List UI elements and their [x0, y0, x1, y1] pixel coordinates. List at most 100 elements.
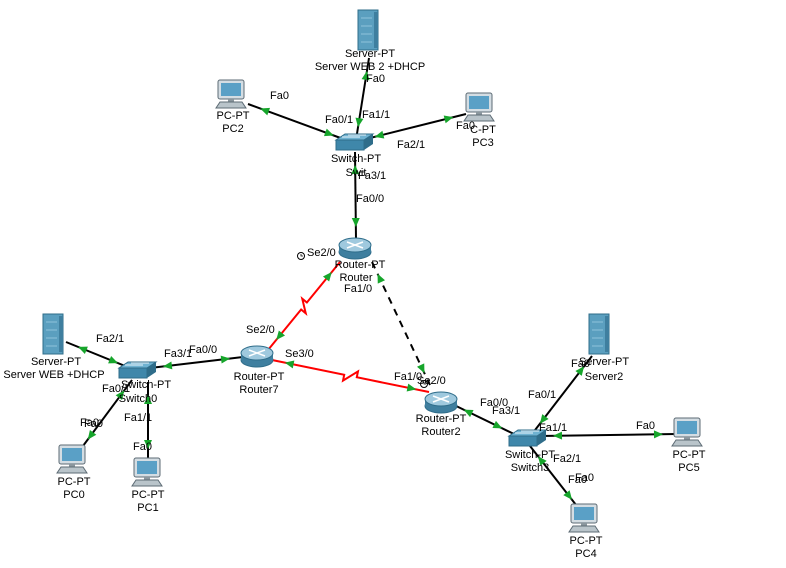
device-type-label: Router-PT — [416, 413, 467, 425]
device-name-label: PC2 — [222, 123, 243, 135]
port-label: Fa0 — [80, 417, 99, 429]
switch-icon — [117, 361, 158, 379]
straight-cable — [65, 341, 131, 369]
link-status-b-icon — [575, 366, 585, 376]
port-label: Fa0 — [571, 358, 590, 370]
router-icon — [240, 345, 274, 368]
pc-icon — [131, 457, 163, 487]
link-status-a-icon — [162, 361, 173, 370]
link-switch0-pc0[interactable] — [79, 379, 133, 451]
device-type-label: C-PT — [470, 124, 496, 136]
port-label: Fa0/0 — [356, 193, 384, 205]
link-switch0-router7[interactable] — [149, 355, 244, 370]
device-type-label: PC-PT — [570, 535, 603, 547]
port-label: Fa3/1 — [164, 348, 192, 360]
device-name-label: Server2 — [585, 371, 624, 383]
serial-cable — [271, 359, 430, 393]
port-label: Fa0 — [568, 474, 587, 486]
device-type-label: Switch-PT — [505, 449, 555, 461]
port-label: Fa1/1 — [362, 109, 390, 121]
device-server2[interactable]: Server-PT Server2 — [579, 313, 629, 383]
link-pc2-switch_top[interactable] — [247, 103, 347, 141]
port-label: Fa2/1 — [397, 139, 425, 151]
link-switch3-pc4[interactable] — [529, 445, 581, 511]
link-server_top-switch_top[interactable] — [355, 57, 370, 141]
pc-icon — [568, 503, 600, 533]
device-type-label: PC-PT — [673, 449, 706, 461]
port-label: Fa0 — [133, 441, 152, 453]
link-status-a-icon — [78, 346, 88, 354]
port-label: Fa1/1 — [124, 412, 152, 424]
link-status-a-icon — [377, 273, 386, 284]
device-name-label: Router — [339, 272, 372, 284]
link-switch3-pc5[interactable] — [539, 430, 677, 440]
clock-icon — [420, 380, 428, 388]
link-router_top-router2[interactable] — [371, 261, 431, 386]
pc-icon — [671, 417, 703, 447]
link-status-b-icon — [492, 420, 503, 429]
link-status-a-icon — [552, 431, 563, 440]
device-type-label: Server-PT — [579, 356, 629, 368]
port-label: Fa0 — [366, 73, 385, 85]
port-label: Fa2/1 — [96, 333, 124, 345]
port-label: Fa0/0 — [480, 397, 508, 409]
link-switch0-pc1[interactable] — [144, 382, 152, 462]
link-status-a-icon — [260, 107, 271, 116]
straight-cable — [539, 433, 677, 437]
link-status-a-icon — [351, 164, 360, 175]
port-labels-layer: Fa0Fa0/1Fa0Fa1/1Fa0Fa2/1Fa3/1Fa0/0Se2/0F… — [80, 73, 655, 486]
port-label: Se2/0 — [417, 375, 446, 387]
device-name-label: PC4 — [575, 548, 596, 560]
link-status-b-icon — [220, 355, 231, 364]
link-router_top-router7[interactable] — [267, 261, 341, 351]
device-name-label: PC3 — [472, 137, 493, 149]
link-status-b-icon — [323, 128, 334, 137]
link-status-a-icon — [322, 272, 332, 282]
port-label: Fa3/1 — [358, 170, 386, 182]
device-type-label: Server-PT — [31, 356, 81, 368]
link-server_left-switch0[interactable] — [65, 341, 131, 369]
port-label: Fa0/1 — [528, 389, 556, 401]
device-type-label: PC-PT — [217, 110, 250, 122]
link-router2-switch3[interactable] — [451, 403, 515, 435]
device-type-label: Server-PT — [345, 48, 395, 60]
device-type-label: Switch-PT — [121, 379, 171, 391]
port-label: Se3/0 — [285, 348, 314, 360]
link-status-a-icon — [284, 360, 295, 369]
link-router7-router2[interactable] — [271, 359, 430, 393]
link-switch3-server2[interactable] — [531, 355, 593, 435]
link-status-b-icon — [443, 115, 454, 124]
port-label: Fa1/1 — [539, 422, 567, 434]
link-status-b-icon — [355, 117, 364, 128]
link-switch_top-pc3[interactable] — [361, 113, 467, 141]
link-status-a-icon — [144, 395, 152, 404]
link-switch_top-router_top[interactable] — [351, 151, 360, 241]
link-status-a-icon — [374, 130, 385, 139]
link-status-b-icon — [87, 429, 97, 440]
port-label: Fa3/1 — [492, 405, 520, 417]
link-status-a-icon — [361, 70, 370, 81]
clock-icon — [297, 252, 305, 260]
router-icon — [424, 391, 458, 414]
link-status-b-icon — [653, 430, 664, 439]
port-label: Fa1/0 — [394, 371, 422, 383]
link-status-b-icon — [351, 217, 360, 228]
port-label: Fa0/0 — [189, 344, 217, 356]
link-status-b-icon — [416, 363, 425, 374]
